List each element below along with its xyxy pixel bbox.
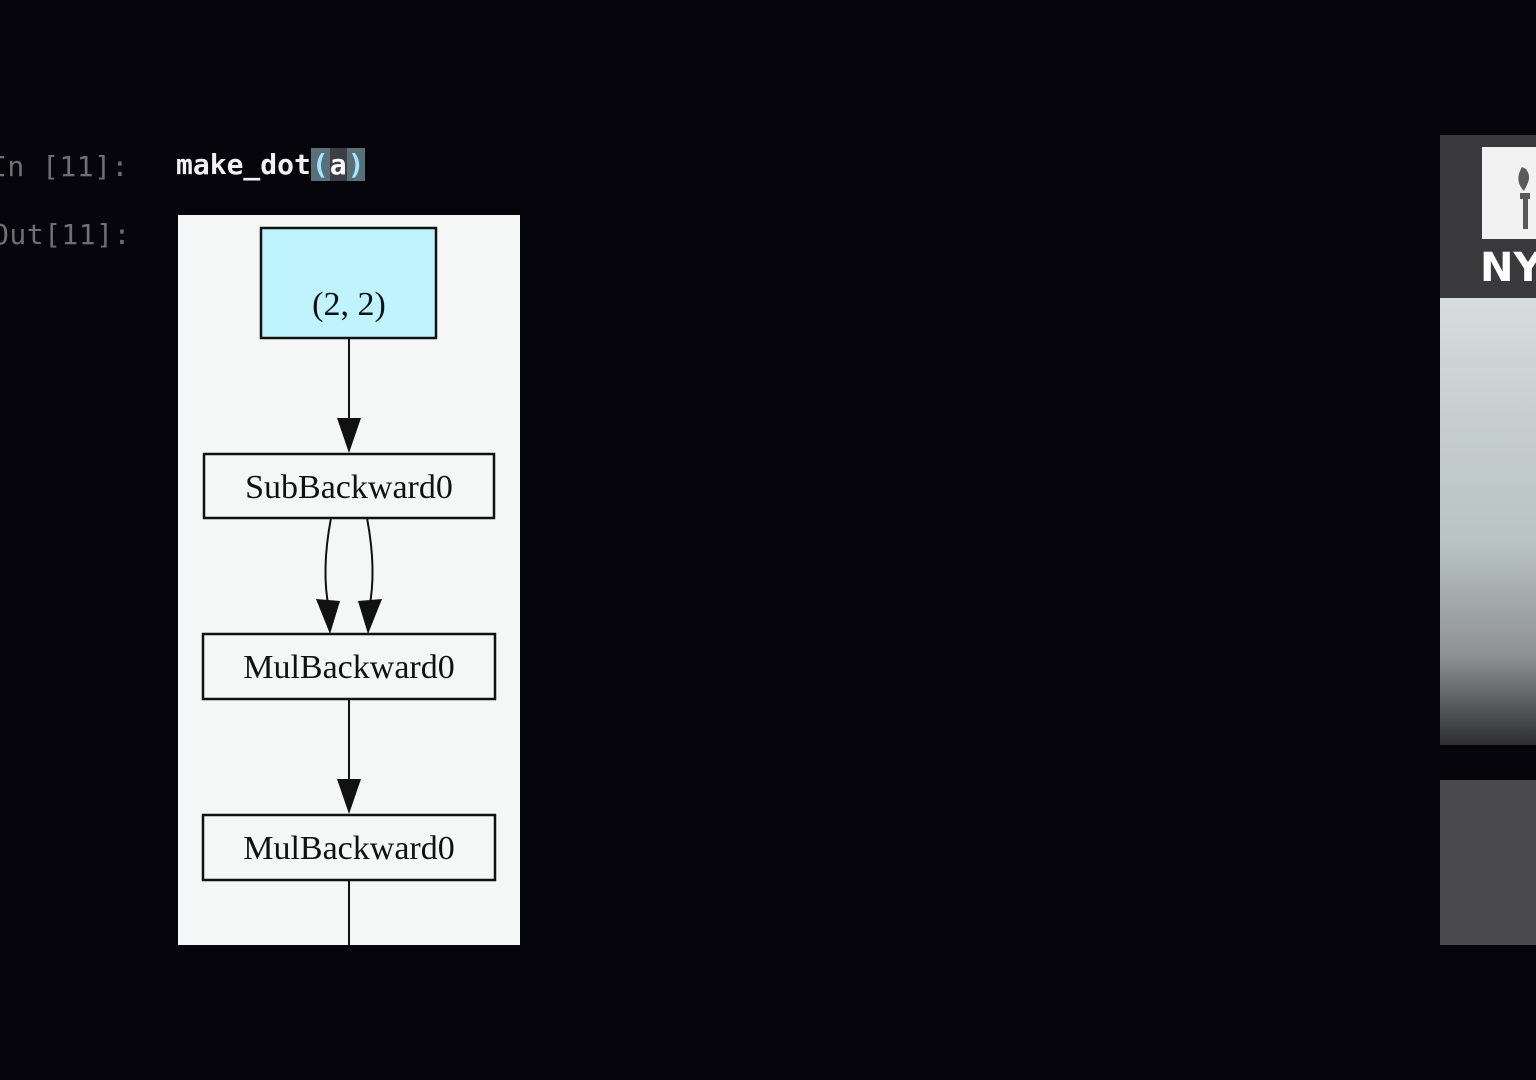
- arrowhead-sub-to-mul1-left: [316, 599, 340, 634]
- code-close-paren: ): [346, 148, 366, 181]
- node-mul2-box[interactable]: [201, 813, 497, 882]
- video-overlay-panel: NY: [1440, 135, 1536, 745]
- computation-graph: (2, 2) SubBackward0 MulBackward0 MulBack…: [178, 215, 520, 945]
- graph-svg: (2, 2) SubBackward0 MulBackward0 MulBack…: [201, 226, 497, 945]
- torch-logo-icon: [1482, 147, 1536, 239]
- node-sub-label: SubBackward0: [245, 469, 453, 506]
- video-lower-panel: [1440, 780, 1536, 945]
- arrowhead-sub-to-mul1-right: [358, 599, 382, 634]
- input-prompt: In [11]:: [0, 150, 129, 183]
- code-cell-input[interactable]: make_dot(a): [176, 148, 366, 181]
- node-mul2-label: MulBackward0: [243, 830, 455, 867]
- arrowhead-mul1-to-mul2: [337, 779, 361, 814]
- node-tensor-box[interactable]: [259, 226, 438, 340]
- torch-icon-svg: [1518, 167, 1530, 229]
- webcam-feed: [1440, 298, 1536, 745]
- node-mul1-box[interactable]: [201, 632, 497, 701]
- node-tensor-label: (2, 2): [312, 286, 386, 323]
- edge-sub-to-mul1-left: [324, 517, 332, 610]
- nyu-logo-text: NY: [1480, 245, 1536, 291]
- arrowhead-tensor-to-sub: [337, 418, 361, 453]
- output-prompt: Out[11]:: [0, 218, 131, 251]
- code-argument: a: [329, 148, 347, 181]
- code-function: make_dot: [176, 148, 311, 181]
- node-mul1-label: MulBackward0: [243, 649, 455, 686]
- node-sub-box[interactable]: [202, 452, 496, 520]
- edge-sub-to-mul1-right: [366, 517, 374, 610]
- code-open-paren: (: [310, 148, 330, 181]
